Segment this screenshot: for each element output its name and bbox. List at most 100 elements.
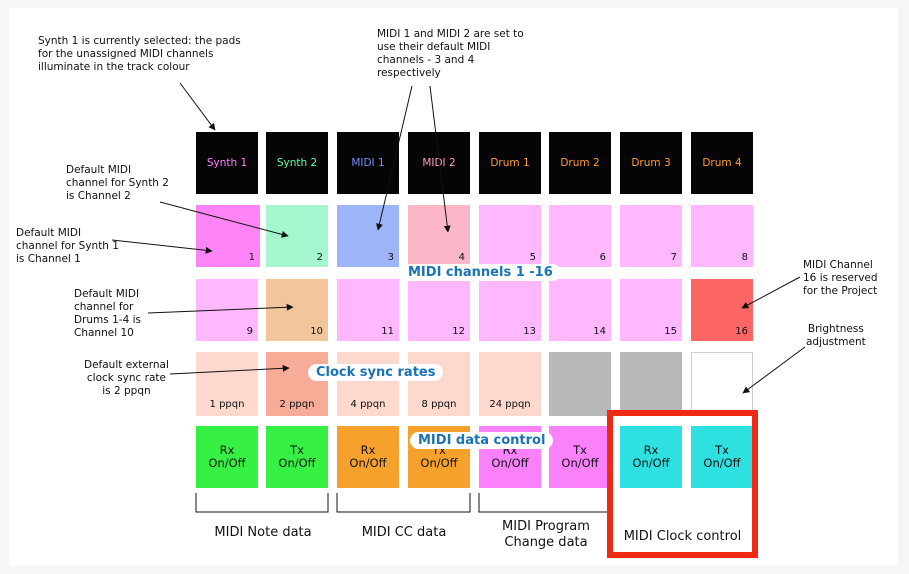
sync-pad[interactable]: 1 ppqn [196, 352, 258, 416]
midi-channels-label: MIDI channels 1 -16 [400, 264, 561, 281]
control-state: On/Off [349, 456, 387, 470]
channel-pad[interactable]: 8 [691, 205, 753, 267]
sync-pad[interactable] [620, 352, 682, 416]
track-pad[interactable]: Drum 2 [549, 132, 611, 194]
control-direction: Rx [360, 442, 376, 457]
channel-pad[interactable]: 6 [549, 205, 611, 267]
track-pad[interactable]: Drum 3 [620, 132, 682, 194]
channel-number: 11 [381, 326, 394, 337]
brightness-pad[interactable] [691, 352, 753, 416]
annotation-line: MIDI Channel [803, 259, 873, 271]
channel-pad[interactable]: 14 [549, 279, 611, 341]
annotation-midi-defaults: MIDI 1 and MIDI 2 are set to use their d… [377, 28, 524, 81]
control-direction: Rx [219, 442, 235, 457]
annotation-line: is 2 ppqn [102, 385, 151, 398]
channel-number: 9 [246, 326, 253, 337]
annotation-synth1-channel: Default MIDI channel for Synth 1 is Chan… [16, 227, 119, 266]
channel-pad[interactable]: 3 [337, 205, 399, 267]
channel-number: 3 [387, 252, 394, 263]
annotation-synth1-selected: Synth 1 is currently selected: the pads … [38, 35, 241, 74]
channel-pad[interactable]: 13 [479, 279, 541, 341]
channel-pad[interactable]: 12 [408, 279, 470, 341]
annotation-channel16: MIDI Channel 16 is reserved for the Proj… [803, 259, 878, 298]
channel-number: 8 [741, 252, 748, 263]
track-pad[interactable]: MIDI 2 [408, 132, 470, 194]
channel-pad[interactable]: 1 [196, 205, 260, 267]
sync-rate: 4 ppqn [350, 399, 386, 410]
track-label: Synth 1 [206, 157, 248, 169]
annotation-clock-default: Default external clock sync rate is 2 pp… [84, 359, 169, 398]
annotation-line: channels - 3 and 4 [377, 54, 475, 67]
control-direction: Rx [643, 442, 659, 457]
annotation-line: MIDI 1 and MIDI 2 are set to [377, 28, 524, 40]
channel-number: 13 [523, 326, 536, 337]
clock-sync-label: Clock sync rates [308, 364, 444, 381]
annotation-line: 16 is reserved [803, 272, 878, 285]
sync-pad[interactable] [549, 352, 611, 416]
control-direction: Tx [715, 442, 729, 457]
group-label-clock: MIDI Clock control [623, 529, 742, 544]
track-pad[interactable]: Synth 1 [196, 132, 258, 194]
annotation-line: Synth 1 is currently selected: the pads [38, 35, 241, 47]
sync-pad[interactable]: 4 ppqn [337, 352, 399, 416]
annotation-line: Default MIDI [74, 288, 140, 300]
annotation-line: Brightness [807, 323, 864, 335]
sync-pad[interactable]: 2 ppqn [266, 352, 328, 416]
channel-pad[interactable]: 15 [620, 279, 682, 341]
track-label: Drum 3 [631, 157, 671, 169]
channel-pad[interactable]: 5 [479, 205, 541, 267]
track-pad[interactable]: Drum 1 [479, 132, 541, 194]
channel-pad[interactable]: 7 [620, 205, 682, 267]
track-pad[interactable]: Drum 4 [691, 132, 753, 194]
sync-rate: 1 ppqn [209, 399, 245, 410]
channel-number: 6 [599, 252, 606, 263]
control-state: On/Off [420, 456, 458, 470]
annotation-line: channel for Synth 1 [16, 240, 119, 253]
track-pad[interactable]: MIDI 1 [337, 132, 399, 194]
sync-rate: 8 ppqn [421, 399, 457, 410]
sync-rate: 24 ppqn [489, 399, 531, 410]
annotation-line: is Channel 2 [66, 190, 131, 203]
channel-number: 16 [735, 326, 748, 337]
channel-number: 7 [670, 252, 677, 263]
channel-pad[interactable]: 11 [337, 279, 399, 341]
sync-pad[interactable]: 8 ppqn [408, 352, 470, 416]
control-state: On/Off [491, 456, 529, 470]
track-pad[interactable]: Synth 2 [266, 132, 328, 194]
annotation-line: channel for [74, 301, 134, 314]
control-state: On/Off [632, 456, 670, 470]
channel-number: 1 [248, 252, 255, 263]
track-label: MIDI 2 [422, 157, 456, 169]
annotation-line: Default external [84, 359, 169, 371]
channel-pad[interactable]: 4 [408, 205, 470, 267]
annotation-line: Default MIDI [66, 164, 132, 176]
channel-pad[interactable]: 10 [266, 279, 328, 341]
channel-pad[interactable]: 16 [691, 279, 753, 341]
channel-pad[interactable]: 9 [196, 279, 258, 341]
control-state: On/Off [703, 456, 741, 470]
annotation-line: Default MIDI [16, 227, 82, 239]
control-direction: Tx [573, 442, 587, 457]
annotation-line: clock sync rate [86, 372, 166, 385]
sync-pad[interactable]: 24 ppqn [479, 352, 541, 416]
channel-number: 2 [316, 252, 323, 263]
annotation-line: illuminate in the track colour [38, 61, 190, 74]
data-control-label: MIDI data control [410, 432, 554, 449]
group-label-program-line: MIDI Program [502, 519, 590, 534]
annotation-line: channel for Synth 2 [66, 177, 169, 190]
annotation-line: for the Project [803, 285, 878, 298]
channel-number: 4 [458, 252, 465, 263]
group-label-cc: MIDI CC data [361, 525, 447, 540]
annotation-synth2-channel: Default MIDI channel for Synth 2 is Chan… [66, 164, 169, 203]
channel-number: 5 [529, 252, 536, 263]
control-state: On/Off [561, 456, 599, 470]
group-label-program-line: Change data [504, 535, 588, 551]
channel-pad[interactable]: 2 [266, 205, 328, 267]
annotation-line: Channel 10 [74, 327, 134, 340]
